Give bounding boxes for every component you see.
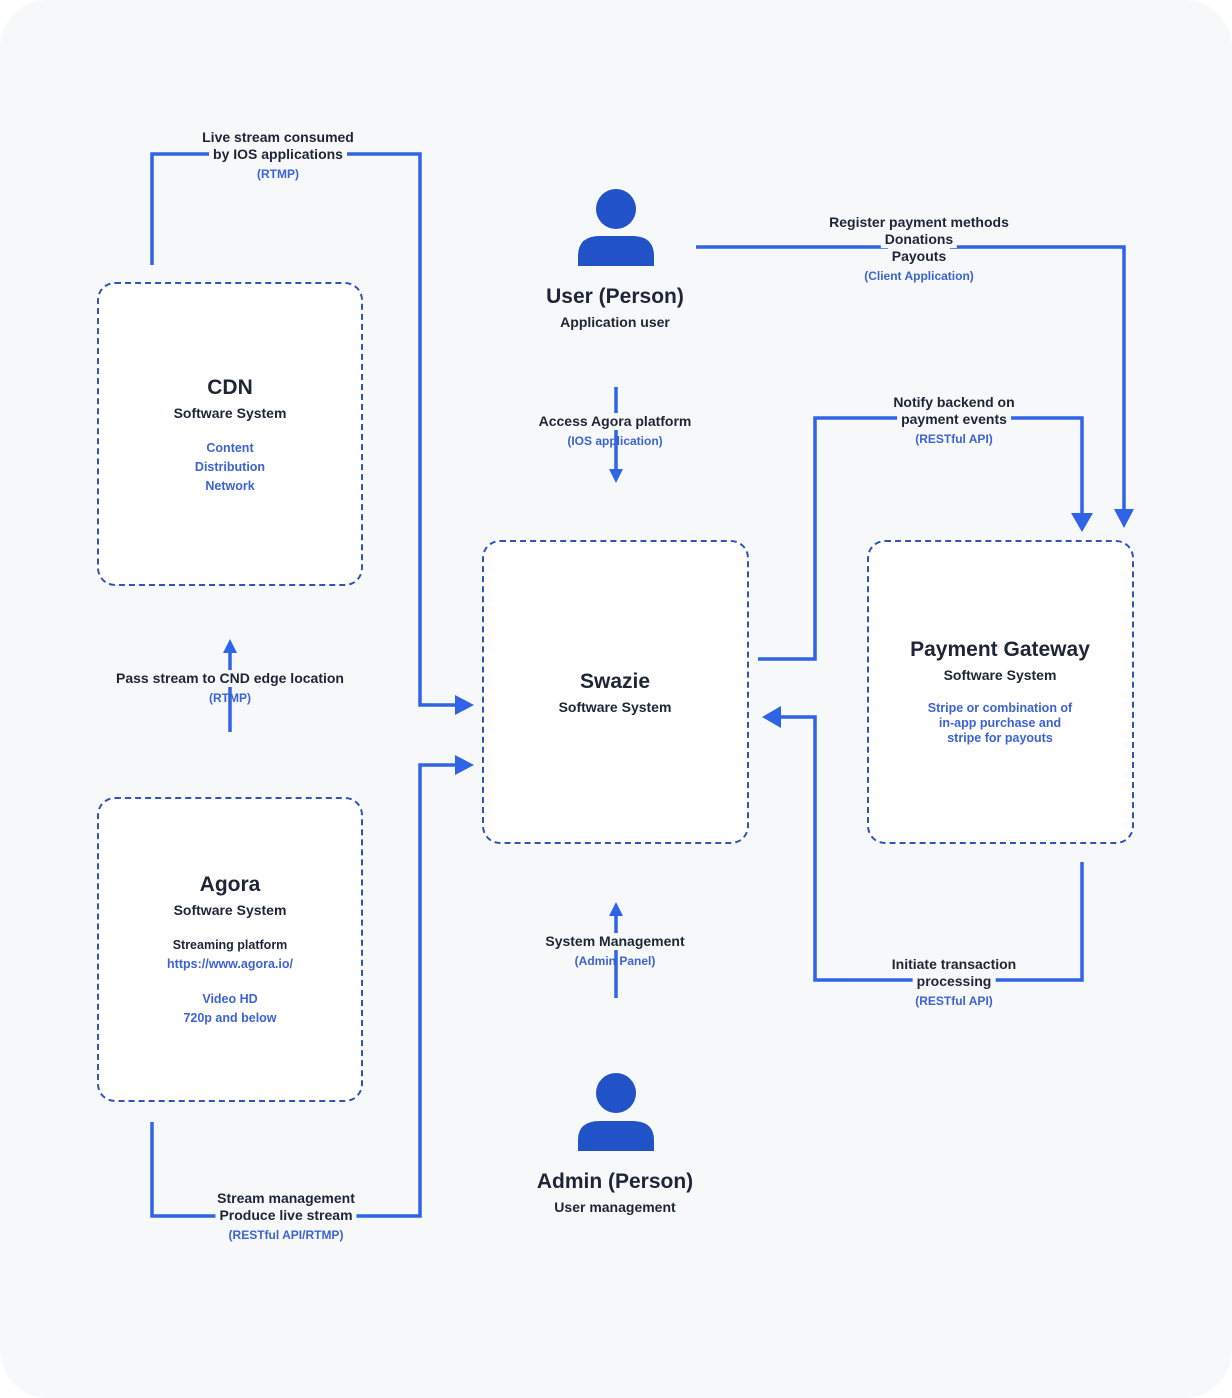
user-person-title: User (Person) — [546, 285, 684, 308]
edge-access-protocol: (IOS application) — [567, 434, 663, 448]
edge-live-stream-label-2: by IOS applications — [209, 146, 347, 163]
arrowhead-register-payment — [1114, 509, 1134, 528]
swazie-node — [482, 540, 749, 844]
agora-type: Software System — [173, 902, 287, 918]
edge-initiate-label-2: processing — [912, 973, 996, 990]
edge-stream-management-protocol: (RESTful API/RTMP) — [228, 1228, 344, 1242]
payment-gateway-desc-2: in-app purchase and — [938, 716, 1062, 730]
cdn-desc-1: Content — [206, 441, 254, 455]
edge-notify-label-2: payment events — [897, 411, 1011, 428]
arrowhead-access-platform — [609, 469, 623, 483]
arrowhead-live-stream — [455, 695, 474, 715]
admin-person-role: User management — [554, 1199, 676, 1215]
edge-pass-stream-protocol: (RTMP) — [209, 691, 251, 705]
arrowhead-initiate-transaction — [762, 706, 781, 728]
payment-gateway-desc-1: Stripe or combination of — [927, 701, 1073, 715]
edge-register-protocol: (Client Application) — [864, 269, 974, 283]
edge-notify-label-1: Notify backend on — [889, 394, 1019, 411]
edge-initiate-label-1: Initiate transaction — [887, 956, 1021, 973]
edge-system-management-label: System Management — [541, 933, 689, 950]
payment-gateway-desc-3: stripe for payouts — [947, 731, 1053, 745]
arrowhead-pass-stream — [223, 639, 237, 653]
edge-access-label: Access Agora platform — [534, 413, 696, 430]
edge-stream-management-label-1: Stream management — [213, 1190, 359, 1207]
arrowhead-notify-backend — [1071, 513, 1093, 532]
admin-person-icon-head — [596, 1073, 636, 1113]
user-person-role: Application user — [560, 314, 670, 330]
user-person-icon-head — [596, 189, 636, 229]
agora-desc-3: 720p and below — [183, 1011, 277, 1025]
cdn-title: CDN — [207, 376, 253, 399]
edge-initiate-transaction — [778, 715, 1084, 982]
agora-desc-2: Video HD — [202, 992, 258, 1006]
edge-notify-backend — [758, 416, 1084, 661]
cdn-node — [97, 282, 363, 586]
edge-stream-management-label-2: Produce live stream — [215, 1207, 357, 1224]
edge-register-label-3: Payouts — [887, 248, 951, 265]
arrowhead-system-management — [609, 902, 623, 916]
agora-title: Agora — [199, 873, 261, 896]
arrowhead-stream-management — [455, 755, 474, 775]
agora-node — [97, 797, 363, 1102]
edge-register-label-1: Register payment methods — [825, 214, 1013, 231]
edge-stream-management — [150, 763, 458, 1218]
cdn-type: Software System — [173, 405, 287, 421]
edge-live-stream-protocol: (RTMP) — [257, 167, 299, 181]
edge-notify-protocol: (RESTful API) — [915, 432, 993, 446]
cdn-desc-3: Network — [205, 479, 255, 493]
swazie-title: Swazie — [579, 670, 651, 693]
payment-gateway-node — [867, 540, 1134, 844]
agora-desc-1: Streaming platform — [172, 938, 288, 952]
payment-gateway-type: Software System — [943, 667, 1057, 683]
admin-person-icon-body — [578, 1121, 654, 1151]
edge-initiate-protocol: (RESTful API) — [915, 994, 993, 1008]
payment-gateway-title: Payment Gateway — [910, 638, 1090, 661]
edge-system-management-protocol: (Admin Panel) — [574, 954, 656, 968]
agora-link[interactable]: https://www.agora.io/ — [167, 957, 293, 971]
edge-live-stream-label-1: Live stream consumed — [198, 129, 358, 146]
edge-register-payment — [696, 245, 1126, 512]
user-person-icon-body — [578, 236, 654, 266]
edge-live-stream — [150, 152, 458, 707]
swazie-type: Software System — [558, 699, 672, 715]
edge-pass-stream-label: Pass stream to CND edge location — [112, 670, 348, 687]
admin-person-title: Admin (Person) — [536, 1170, 694, 1193]
edge-register-label-2: Donations — [880, 231, 958, 248]
cdn-desc-2: Distribution — [194, 460, 266, 474]
